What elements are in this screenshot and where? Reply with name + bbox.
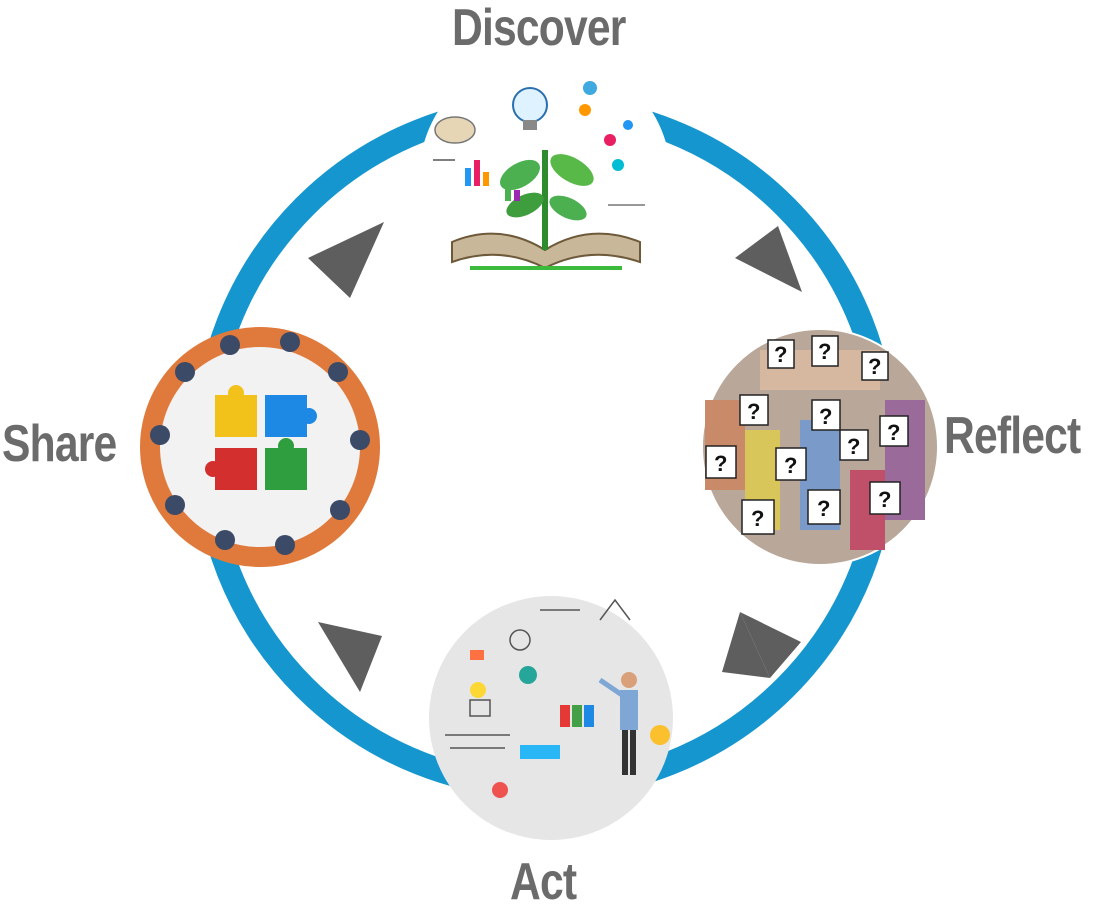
arrow-left-up-icon xyxy=(318,622,382,692)
svg-text:?: ? xyxy=(818,339,831,364)
discover-label: Discover xyxy=(452,0,626,57)
share-label: Share xyxy=(2,415,117,473)
svg-text:?: ? xyxy=(817,496,830,521)
act-image xyxy=(429,596,673,840)
svg-text:?: ? xyxy=(774,342,787,367)
svg-text:?: ? xyxy=(747,399,760,424)
svg-text:?: ? xyxy=(751,506,764,531)
svg-text:?: ? xyxy=(887,420,900,445)
svg-text:?: ? xyxy=(847,434,860,459)
svg-text:?: ? xyxy=(868,354,881,379)
discover-image xyxy=(419,52,671,304)
arrow-down-left-icon xyxy=(722,612,801,678)
svg-text:?: ? xyxy=(819,404,832,429)
svg-text:?: ? xyxy=(714,451,727,476)
reflect-label: Reflect xyxy=(944,407,1081,465)
act-label: Act xyxy=(510,853,577,911)
svg-text:?: ? xyxy=(878,487,891,512)
reflect-image: ??? ??? ??? ??? xyxy=(701,328,939,566)
arrow-up-right-icon xyxy=(308,222,384,298)
svg-text:?: ? xyxy=(784,453,797,478)
arrow-right-down-icon xyxy=(735,226,802,292)
share-image xyxy=(140,327,380,567)
